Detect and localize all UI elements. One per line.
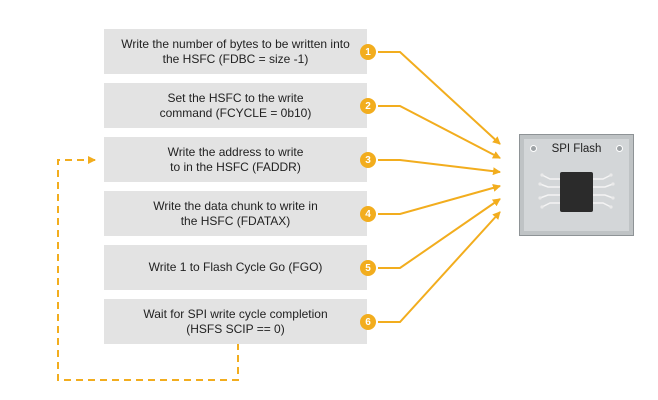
connector-1 (378, 51, 501, 145)
flash-chip-icon (538, 172, 615, 212)
loop-back-line (57, 156, 239, 381)
step-2-text: Set the HSFC to the write command (FCYCL… (159, 90, 312, 120)
connector-2 (378, 105, 501, 159)
step-6-text: Wait for SPI write cycle completion (HSF… (143, 306, 328, 336)
step-6-badge: 6 (360, 314, 376, 330)
step-3-badge: 3 (360, 152, 376, 168)
connector-4 (378, 184, 501, 215)
step-2-badge: 2 (360, 98, 376, 114)
step-1-text: Write the number of bytes to be written … (121, 36, 350, 66)
spi-flash-panel: SPI Flash (519, 134, 634, 236)
step-5-badge: 5 (360, 260, 376, 276)
step-box-6: Wait for SPI write cycle completion (HSF… (104, 299, 367, 344)
step-box-5: Write 1 to Flash Cycle Go (FGO) (104, 245, 367, 290)
step-box-3: Write the address to write to in the HSF… (104, 137, 367, 182)
step-5-text: Write 1 to Flash Cycle Go (FGO) (148, 260, 323, 274)
step-4-badge: 4 (360, 206, 376, 222)
step-box-4: Write the data chunk to write in the HSF… (104, 191, 367, 236)
screw-left-icon (530, 145, 537, 152)
step-box-2: Set the HSFC to the write command (FCYCL… (104, 83, 367, 128)
screw-right-icon (616, 145, 623, 152)
step-4-text: Write the data chunk to write in the HSF… (153, 198, 318, 228)
connector-5 (378, 198, 501, 269)
spi-flash-label: SPI Flash (551, 143, 602, 155)
step-box-1: Write the number of bytes to be written … (104, 29, 367, 74)
connector-3 (378, 159, 501, 176)
step-1-badge: 1 (360, 44, 376, 60)
step-3-text: Write the address to write to in the HSF… (167, 144, 304, 174)
connector-6 (378, 211, 501, 323)
